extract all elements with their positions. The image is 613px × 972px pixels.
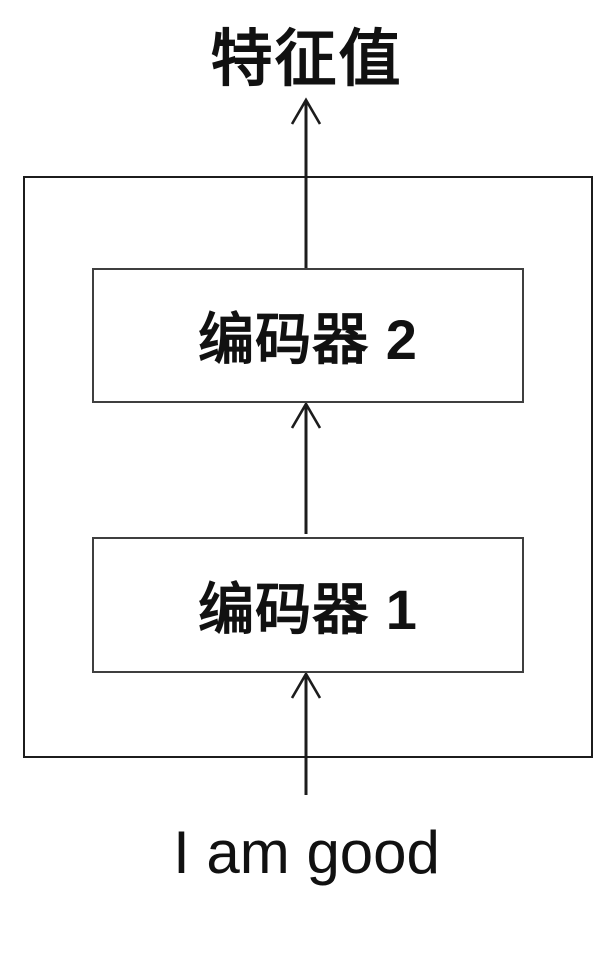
input-label: I am good	[173, 819, 440, 886]
encoder-2-label: 编码器 2	[198, 308, 418, 371]
encoder-1-box: 编码器 1	[92, 537, 524, 673]
encoder-2-box: 编码器 2	[92, 268, 524, 403]
model-outer-box	[23, 176, 593, 758]
encoder-1-label: 编码器 1	[198, 577, 418, 641]
output-label: 特征值	[210, 25, 403, 94]
